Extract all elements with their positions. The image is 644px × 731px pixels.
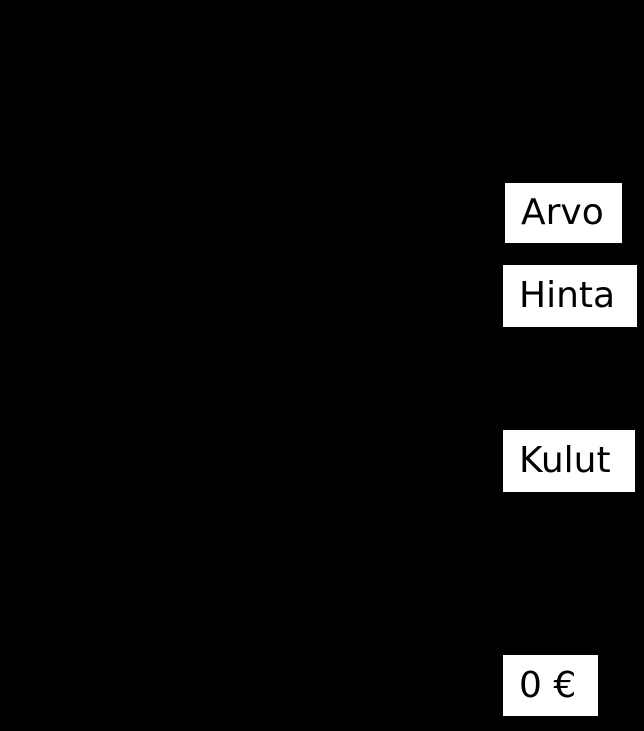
label-arvo: Arvo (505, 183, 622, 243)
label-zero-euro: 0 € (503, 655, 598, 716)
label-kulut: Kulut (503, 430, 635, 492)
label-hinta: Hinta (503, 265, 637, 327)
